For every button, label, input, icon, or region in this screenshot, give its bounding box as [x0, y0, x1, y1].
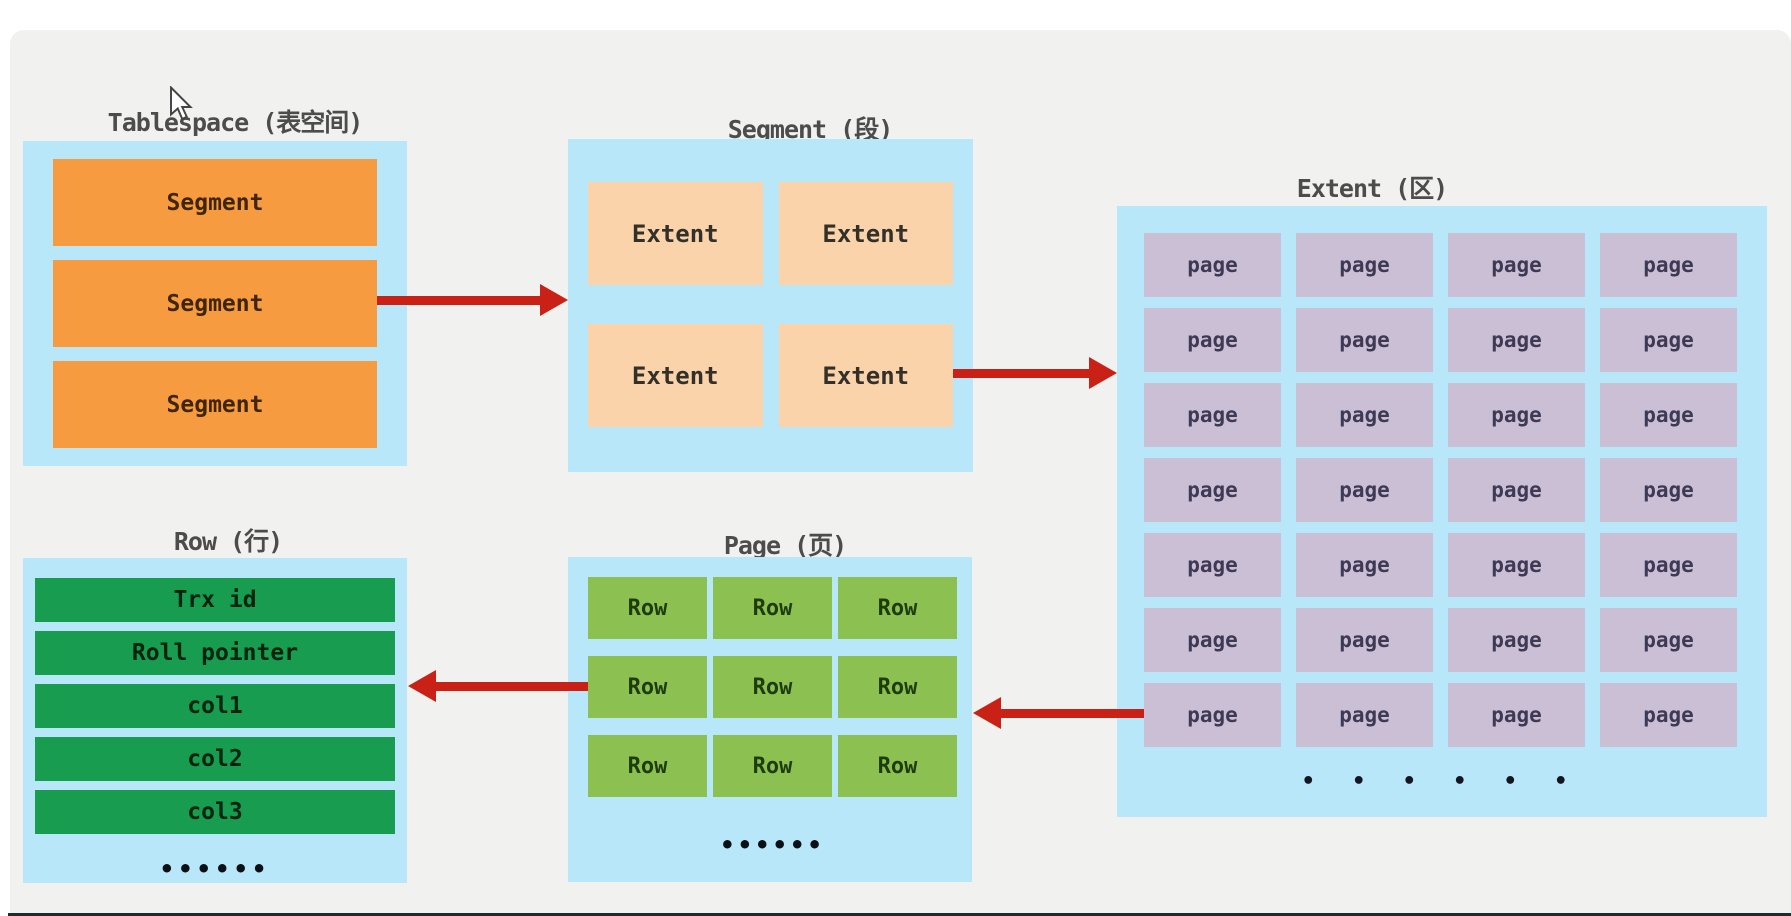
extent-box: Extent: [588, 324, 763, 427]
page-cell: page: [1296, 533, 1433, 597]
segment-box: Segment: [53, 159, 377, 246]
window-bottom-edge: [8, 913, 1791, 916]
row-fields: Trx id Roll pointer col1 col2 col3: [35, 578, 395, 834]
page-cell: page: [1600, 683, 1737, 747]
tablespace-title: Tablespace (表空间): [107, 108, 364, 137]
page-cell: page: [1448, 458, 1585, 522]
page-cell: page: [1600, 458, 1737, 522]
row-cell: Row: [838, 735, 957, 797]
arrow-segment-to-extent: [953, 369, 1090, 378]
page-cell: page: [1144, 533, 1281, 597]
extent-box: Extent: [588, 182, 763, 285]
row-cell: Row: [588, 656, 707, 718]
page-cell: page: [1144, 383, 1281, 447]
page-cell: page: [1448, 383, 1585, 447]
page-cell: page: [1144, 458, 1281, 522]
page-cell: page: [1448, 233, 1585, 297]
arrow-extent-to-page: [1000, 709, 1144, 718]
segment-box: Segment: [53, 361, 377, 448]
page-cell: page: [1296, 233, 1433, 297]
row-cell: Row: [588, 577, 707, 639]
arrow-page-to-row: [435, 682, 588, 691]
page-cell: page: [1448, 308, 1585, 372]
row-cell: Row: [713, 577, 832, 639]
page-cell: page: [1448, 533, 1585, 597]
extent-box: Extent: [778, 324, 953, 427]
extent-title: Extent (区): [1296, 174, 1448, 203]
page-cell: page: [1144, 233, 1281, 297]
page-cell: page: [1296, 383, 1433, 447]
row-cell: Row: [838, 656, 957, 718]
arrowhead-extent-to-page: [973, 697, 1001, 729]
page-cell: page: [1296, 308, 1433, 372]
row-cell: Row: [713, 735, 832, 797]
row-cell: Row: [588, 735, 707, 797]
row-ellipsis: ••••••: [159, 855, 271, 883]
page-cell: page: [1600, 233, 1737, 297]
segment-box: Segment: [53, 260, 377, 347]
row-field-bar: Trx id: [35, 578, 395, 622]
arrowhead-segment-to-extent: [1089, 357, 1117, 389]
page-cell: page: [1448, 608, 1585, 672]
row-field-bar: col3: [35, 790, 395, 834]
extent-box: Extent: [778, 182, 953, 285]
row-field-bar: col2: [35, 737, 395, 781]
page-cell: page: [1144, 308, 1281, 372]
page-ellipsis: ••••••: [720, 831, 825, 859]
arrowhead-page-to-row: [408, 670, 436, 702]
page-title: Page (页): [723, 531, 847, 560]
page-cell: page: [1296, 683, 1433, 747]
row-container: Trx id Roll pointer col1 col2 col3 ••••••: [23, 558, 407, 883]
row-cell: Row: [713, 656, 832, 718]
page-cell: page: [1600, 383, 1737, 447]
mouse-cursor-icon: [170, 86, 193, 121]
page-cell: page: [1296, 608, 1433, 672]
row-cell: Row: [838, 577, 957, 639]
row-field-bar: Roll pointer: [35, 631, 395, 675]
arrowhead-tablespace-to-segment: [540, 284, 568, 316]
arrow-tablespace-to-segment: [377, 296, 542, 305]
page-cell: page: [1296, 458, 1433, 522]
row-title: Row (行): [173, 527, 283, 556]
page-cell: page: [1144, 683, 1281, 747]
page-cell: page: [1600, 533, 1737, 597]
extent-ellipsis: • • • • • •: [1301, 769, 1580, 794]
page-cell: page: [1144, 608, 1281, 672]
page-cell: page: [1600, 308, 1737, 372]
row-field-bar: col1: [35, 684, 395, 728]
page-cell: page: [1600, 608, 1737, 672]
page-cell: page: [1448, 683, 1585, 747]
